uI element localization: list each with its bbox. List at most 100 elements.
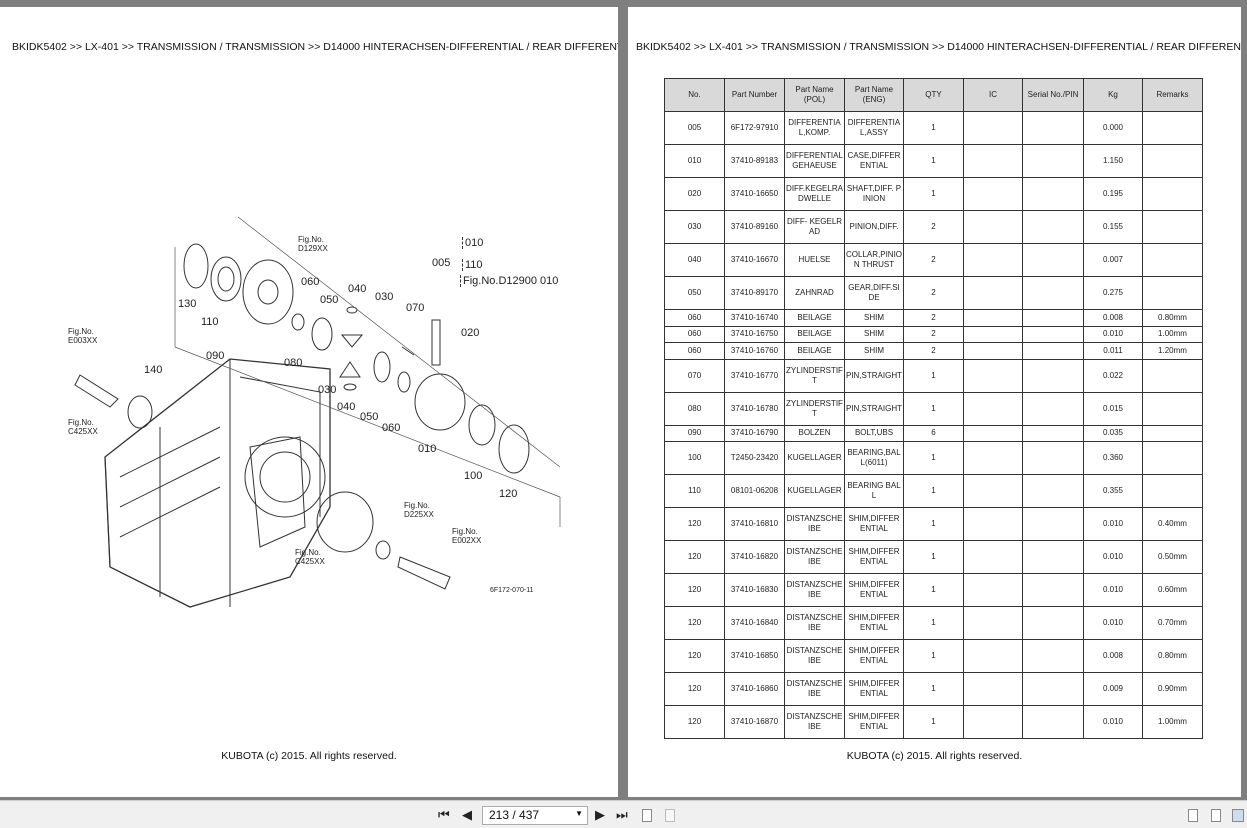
continuous-view-icon[interactable] xyxy=(1211,809,1221,822)
next-page-button[interactable]: ▶ xyxy=(595,807,605,822)
table-cell xyxy=(963,441,1023,475)
fig-ref: Fig.No. E003XX xyxy=(68,327,98,345)
table-cell: SHIM xyxy=(844,325,904,343)
table-cell: 0.70mm xyxy=(1142,606,1203,640)
table-cell: SHIM,DIFFERENTIAL xyxy=(844,507,904,541)
chevron-down-icon[interactable]: ▼ xyxy=(575,809,583,818)
table-cell: 0.90mm xyxy=(1142,672,1203,706)
copyright-footer: KUBOTA (c) 2015. All rights reserved. xyxy=(221,750,397,762)
column-header: Part Name (ENG) xyxy=(844,78,904,112)
table-cell xyxy=(1142,177,1203,211)
table-cell: 060 xyxy=(664,309,725,327)
page-number-input[interactable]: 213 / 437 xyxy=(489,808,540,822)
paste-page-icon[interactable] xyxy=(665,809,675,822)
table-cell: 1.150 xyxy=(1083,144,1143,178)
prev-page-button[interactable]: ◀ xyxy=(462,807,472,822)
two-page-view-icon[interactable] xyxy=(1232,809,1244,822)
table-cell: DISTANZSCHEIBE xyxy=(784,540,845,574)
table-cell: 1 xyxy=(903,639,964,673)
table-cell xyxy=(963,540,1023,574)
table-cell xyxy=(1142,358,1203,393)
table-cell: DISTANZSCHEIBE xyxy=(784,672,845,706)
table-cell: 020 xyxy=(664,177,725,211)
table-cell: 0.50mm xyxy=(1142,540,1203,574)
callout-label: 100 xyxy=(464,470,483,482)
table-cell: 030 xyxy=(664,210,725,244)
assembly-ref: Fig.No.D12900 010 xyxy=(460,275,558,287)
first-page-button[interactable]: ⏮ xyxy=(438,807,450,822)
table-cell: 37410-16770 xyxy=(724,358,785,393)
callout-label: 080 xyxy=(284,357,303,369)
table-cell xyxy=(1022,672,1084,706)
table-cell: SHIM xyxy=(844,342,904,360)
callout-label: 060 xyxy=(382,422,401,434)
table-cell: 010 xyxy=(664,144,725,178)
assembly-from: 010 xyxy=(462,237,483,249)
table-cell: SHIM,DIFFERENTIAL xyxy=(844,540,904,574)
table-cell xyxy=(1022,441,1084,475)
table-cell xyxy=(963,243,1023,277)
fig-ref: Fig.No. D129XX xyxy=(298,235,328,253)
table-cell: 1.00mm xyxy=(1142,705,1203,739)
table-cell: SHIM,DIFFERENTIAL xyxy=(844,639,904,673)
table-cell: PIN,STRAIGHT xyxy=(844,358,904,393)
table-cell xyxy=(1022,144,1084,178)
table-cell: 100 xyxy=(664,441,725,475)
copy-page-icon[interactable] xyxy=(642,809,652,822)
table-cell: BOLZEN xyxy=(784,424,845,442)
table-cell: 005 xyxy=(664,111,725,145)
table-cell xyxy=(963,391,1023,426)
table-cell xyxy=(1142,243,1203,277)
table-cell: 1 xyxy=(903,507,964,541)
column-header: Part Number xyxy=(724,78,785,112)
table-cell: BEILAGE xyxy=(784,342,845,360)
table-cell: 070 xyxy=(664,358,725,393)
table-cell: 120 xyxy=(664,672,725,706)
table-cell: 37410-16840 xyxy=(724,606,785,640)
table-cell xyxy=(963,111,1023,145)
table-cell: 1 xyxy=(903,606,964,640)
callout-label: 060 xyxy=(301,276,320,288)
fig-ref: Fig.No. C425XX xyxy=(68,418,98,436)
callout-label: 120 xyxy=(499,488,518,500)
callout-label: 050 xyxy=(360,411,379,423)
fig-ref: Fig.No. D225XX xyxy=(404,501,434,519)
table-cell xyxy=(963,639,1023,673)
table-cell: ZYLINDERSTIFT xyxy=(784,391,845,426)
table-cell: 0.010 xyxy=(1083,573,1143,607)
table-cell xyxy=(1022,606,1084,640)
single-page-view-icon[interactable] xyxy=(1188,809,1198,822)
table-cell: SHIM xyxy=(844,309,904,327)
table-cell: 040 xyxy=(664,243,725,277)
page-selector[interactable]: 213 / 437 ▼ xyxy=(482,806,588,825)
table-cell: 0.035 xyxy=(1083,424,1143,442)
table-cell: DISTANZSCHEIBE xyxy=(784,705,845,739)
table-cell: BEILAGE xyxy=(784,325,845,343)
table-cell xyxy=(963,309,1023,327)
table-cell: 0.60mm xyxy=(1142,573,1203,607)
column-header: IC xyxy=(963,78,1023,112)
table-cell: 1.20mm xyxy=(1142,342,1203,360)
table-cell xyxy=(963,672,1023,706)
table-cell: DISTANZSCHEIBE xyxy=(784,639,845,673)
table-cell xyxy=(963,325,1023,343)
table-cell: 2 xyxy=(903,243,964,277)
last-page-button[interactable]: ⏭ xyxy=(616,807,628,822)
callout-label: 040 xyxy=(337,401,356,413)
table-cell: HUELSE xyxy=(784,243,845,277)
assembly-parent: 005 xyxy=(432,257,451,269)
table-cell: 1 xyxy=(903,391,964,426)
table-cell: 0.80mm xyxy=(1142,309,1203,327)
table-cell: 090 xyxy=(664,424,725,442)
breadcrumb: BKIDK5402 >> LX-401 >> TRANSMISSION / TR… xyxy=(12,41,618,53)
table-cell: 37410-16860 xyxy=(724,672,785,706)
